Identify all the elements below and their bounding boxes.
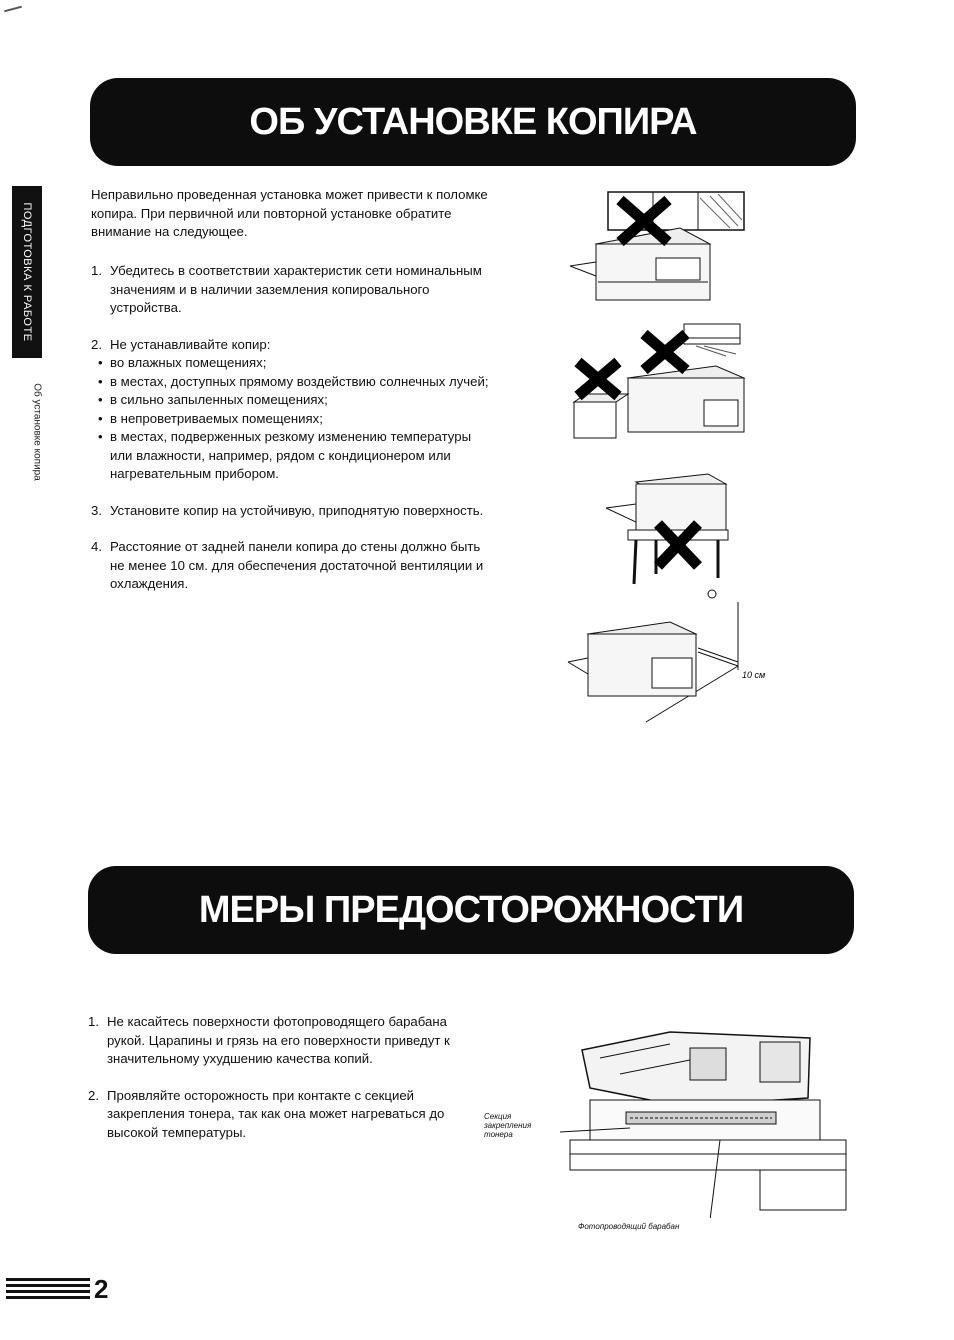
bullet-icon: • xyxy=(98,410,103,426)
side-chapter-label: ПОДГОТОВКА К РАБОТЕ xyxy=(21,202,33,342)
item-text: Не устанавливайте копир: xyxy=(110,336,271,352)
bullet-item: • в местах, доступных прямому воздействию… xyxy=(98,373,491,392)
list-item: 4. Расстояние от задней панели копира до… xyxy=(91,538,491,594)
illustration-no-humidity xyxy=(572,323,746,439)
bullet-text: в местах, доступных прямому воздействию … xyxy=(110,373,489,389)
item-text: Проявляйте осторожность при контакте с с… xyxy=(107,1087,445,1140)
illustration-copier-interior xyxy=(560,1031,847,1218)
caption-photoconductive-drum: Фотопроводящий барабан xyxy=(578,1222,680,1231)
bullet-list: • во влажных помещениях; • в местах, досту… xyxy=(98,354,491,484)
item-text: Не касайтесь поверхности фотопроводящего… xyxy=(107,1014,450,1066)
illustration-no-unstable-surface xyxy=(605,473,729,599)
bullet-text: в местах, подверженных резкому изменению… xyxy=(110,429,472,481)
bullet-icon: • xyxy=(98,373,103,389)
precautions-list: 1. Не касайтесь поверхности фотопроводящ… xyxy=(88,1013,460,1160)
caption-fuser-section: Секция закрепления тонера xyxy=(484,1112,532,1139)
bullet-text: в непроветриваемых помещениях; xyxy=(110,410,323,426)
item-text: Установите копир на устойчивую, приподня… xyxy=(110,502,484,518)
illustration-wall-distance: 10 см xyxy=(567,602,765,723)
item-number: 2. xyxy=(91,336,102,352)
bullet-item: • во влажных помещениях; xyxy=(98,354,491,373)
item-number: 3. xyxy=(91,502,102,518)
intro-paragraph: Неправильно проведенная установка может … xyxy=(91,187,488,239)
bullet-item: • в местах, подверженных резкому изменени… xyxy=(98,428,491,484)
illustration-no-sunlight xyxy=(569,191,745,301)
page-number: 2 xyxy=(94,1274,109,1304)
list-item: 2. Проявляйте осторожность при контакте … xyxy=(88,1087,460,1143)
bullet-item: • в непроветриваемых помещениях; xyxy=(98,410,491,429)
list-item: 1. Убедитесь в соответствии характеристи… xyxy=(91,262,491,318)
distance-label: 10 см xyxy=(742,670,765,680)
item-text: Расстояние от задней панели копира до ст… xyxy=(110,539,484,591)
list-item: 1. Не касайтесь поверхности фотопроводящ… xyxy=(88,1013,460,1069)
bullet-icon: • xyxy=(98,429,103,444)
section-title-precautions: МЕРЫ ПРЕДОСТОРОЖНОСТИ xyxy=(88,866,854,954)
scan-mark xyxy=(4,5,22,13)
section-title-installation: ОБ УСТАНОВКЕ КОПИРА xyxy=(90,78,856,166)
item-number: 1. xyxy=(88,1014,99,1029)
bullet-text: в сильно запыленных помещениях; xyxy=(110,392,328,407)
side-section-label-wrap: Об установке копира xyxy=(27,372,47,492)
side-chapter-tab: ПОДГОТОВКА К РАБОТЕ xyxy=(12,186,42,358)
item-number: 2. xyxy=(88,1087,99,1103)
bullet-icon: • xyxy=(98,392,103,407)
bullet-item: • в сильно запыленных помещениях; xyxy=(98,391,491,410)
bullet-icon: • xyxy=(98,355,103,370)
item-text: Убедитесь в соответствии характеристик с… xyxy=(110,263,482,315)
list-item: 3. Установите копир на устойчивую, припо… xyxy=(91,502,491,521)
item-body: Не устанавливайте копир: • во влажных пом… xyxy=(98,336,491,484)
list-item: 2. Не устанавливайте копир: • во влажных … xyxy=(91,336,491,484)
item-number: 1. xyxy=(91,263,102,278)
installation-list: 1. Убедитесь в соответствии характеристи… xyxy=(91,262,491,612)
bullet-text: во влажных помещениях; xyxy=(110,355,267,370)
item-number: 4. xyxy=(91,539,102,554)
page-marker xyxy=(6,1278,90,1300)
side-section-label: Об установке копира xyxy=(31,383,43,481)
